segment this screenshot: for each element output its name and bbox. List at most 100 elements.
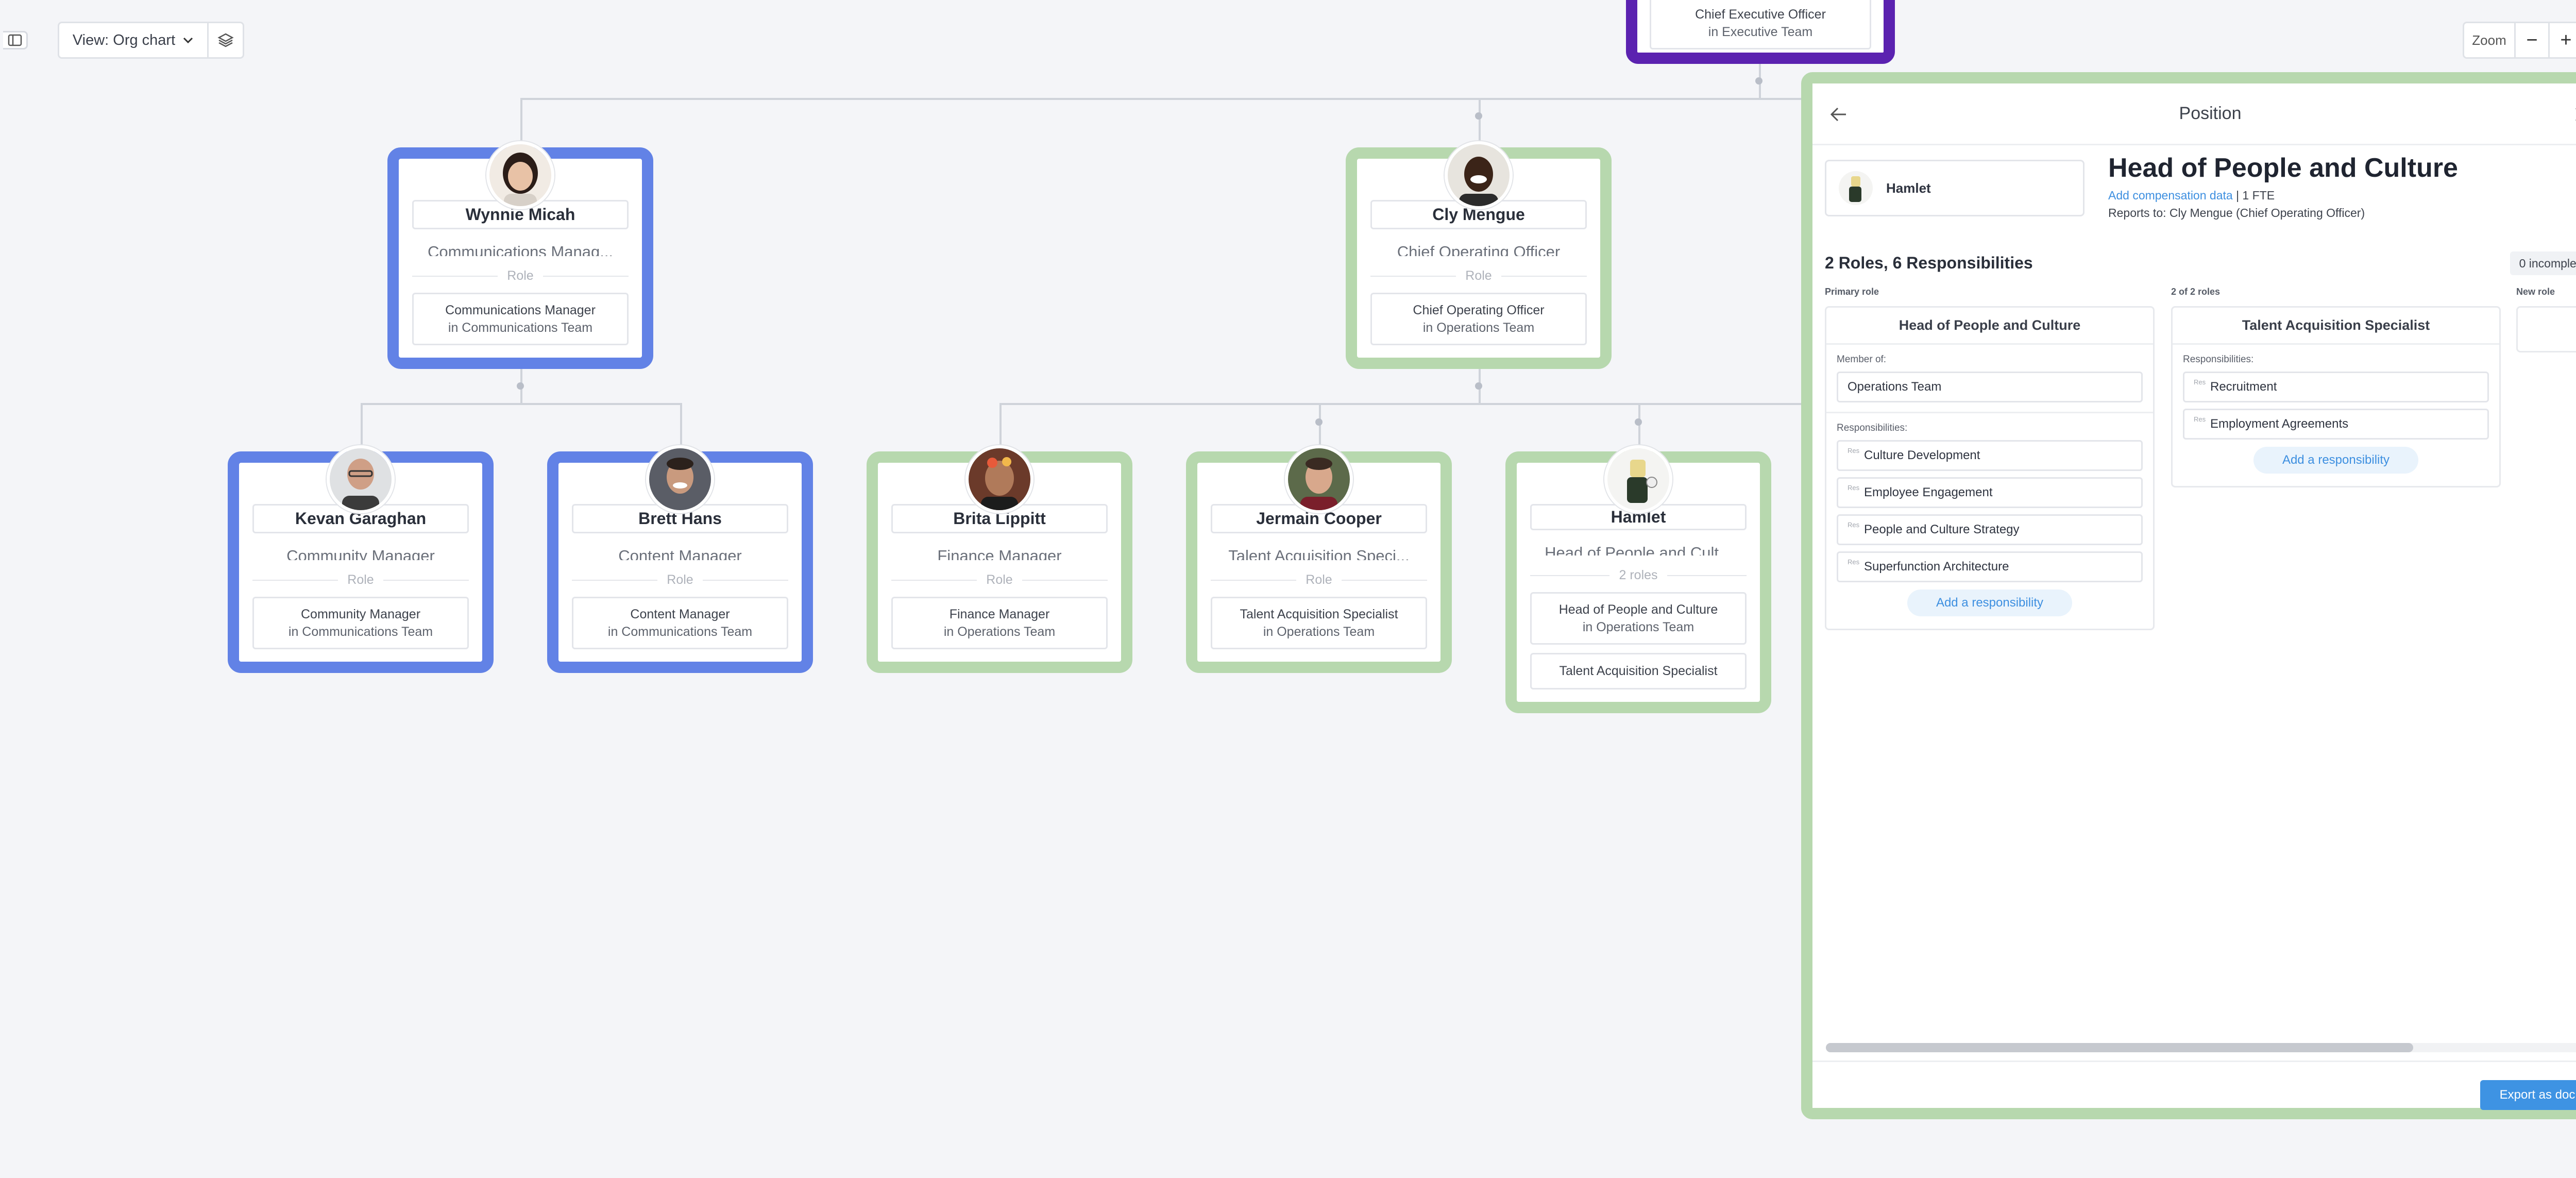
role-team-box[interactable]: Communications Manager in Communications… (412, 293, 629, 345)
role-box-secondary[interactable]: Talent Acquisition Specialist (1530, 653, 1747, 689)
role-card-title[interactable]: Talent Acquisition Specialist (2173, 308, 2499, 345)
view-select[interactable]: View: Org chart (59, 23, 209, 57)
panel-header: Position (1812, 83, 2576, 145)
role-card-secondary: Talent Acquisition Specialist Responsibi… (2171, 306, 2501, 487)
horizontal-scrollbar[interactable] (1826, 1043, 2576, 1052)
org-card-kevan-garaghan[interactable]: Kevan Garaghan Community Manager Role Co… (228, 445, 494, 673)
res-tag: Res (2194, 378, 2206, 386)
connector-dot (1635, 418, 1642, 426)
connector-dot (1475, 112, 1482, 120)
footer-divider (1812, 1061, 2576, 1062)
position-holder[interactable]: Hamlet (1825, 160, 2084, 216)
more-options-button[interactable] (2573, 152, 2576, 182)
position-meta: Add compensation data | 1 FTE Reports to… (2108, 187, 2365, 222)
team-name: in Communications Team (607, 625, 753, 639)
close-button[interactable] (2569, 101, 2576, 128)
position-title: Talent Acquisition Speci... (1228, 547, 1410, 560)
org-card-ceo[interactable]: Chief Executive Officer in Executive Tea… (1626, 0, 1895, 64)
role-team-box[interactable]: Community Manager in Communications Team (252, 597, 469, 649)
position-title: Content Manager (618, 547, 742, 560)
member-of-field[interactable]: Operations Team (1837, 372, 2143, 402)
team-name: in Operations Team (1582, 620, 1694, 634)
position-title-heading: Head of People and Culture (2108, 153, 2458, 183)
incomplete-badge[interactable]: 0 incomplete (2510, 251, 2576, 275)
avatar (486, 141, 554, 209)
reports-to: Reports to: Cly Mengue (Chief Operating … (2108, 206, 2365, 220)
panel-title: Position (2179, 104, 2242, 123)
scrollbar-thumb[interactable] (1826, 1043, 2413, 1052)
position-title: Communications Manag... (427, 243, 614, 256)
role-separator: Role (412, 268, 629, 283)
avatar (1445, 141, 1513, 209)
layers-button[interactable] (209, 23, 243, 57)
responsibility-name: Employee Engagement (1864, 485, 1993, 499)
role-team-box[interactable]: Finance Manager in Operations Team (891, 597, 1108, 649)
org-card-cly-mengue[interactable]: Cly Mengue Chief Operating Officer Role … (1346, 141, 1612, 369)
connector (361, 403, 363, 452)
role-separator: 2 roles (1530, 568, 1747, 583)
responsibilities-label: Responsibilities: (1837, 423, 1908, 433)
column-label-primary: Primary role (1825, 287, 1879, 297)
res-tag: Res (1848, 521, 1860, 529)
connector-dot (1315, 418, 1323, 426)
connector-dot (1755, 77, 1762, 85)
role-separator: Role (1211, 573, 1427, 587)
connector (1638, 403, 1640, 452)
team-name: in Communications Team (448, 321, 593, 335)
connector-dot (1475, 382, 1482, 390)
org-card-brita-lippitt[interactable]: Brita Lippitt Finance Manager Role Finan… (867, 445, 1132, 673)
org-card-brett-hans[interactable]: Brett Hans Content Manager Role Content … (547, 445, 813, 673)
zoom-out-button[interactable]: − (2516, 23, 2550, 57)
chevron-down-icon (183, 37, 193, 44)
role-team-box[interactable]: Head of People and Culture in Operations… (1530, 592, 1747, 645)
role-team-box[interactable]: Talent Acquisition Specialist in Operati… (1211, 597, 1427, 649)
position-title: Community Manager (286, 547, 435, 560)
connector (1319, 403, 1321, 452)
responsibility-name: Recruitment (2210, 380, 2277, 394)
role-name: Chief Executive Officer (1695, 7, 1826, 22)
add-responsibility-button[interactable]: Add a responsibility (2253, 447, 2418, 474)
export-as-doc-button[interactable]: Export as doc (2480, 1080, 2576, 1110)
role-team-box[interactable]: Content Manager in Communications Team (572, 597, 788, 649)
responsibilities-label: Responsibilities: (2183, 354, 2254, 365)
new-role-card[interactable] (2516, 306, 2576, 352)
connector (520, 98, 522, 147)
avatar (1839, 171, 1873, 205)
member-of-label: Member of: (1837, 354, 1887, 365)
zoom-label: Zoom (2464, 23, 2516, 57)
role-name: Talent Acquisition Specialist (1240, 607, 1398, 621)
role-separator: Role (252, 573, 469, 587)
position-title: Chief Operating Officer (1397, 243, 1561, 256)
role-name: Chief Operating Officer (1413, 303, 1545, 317)
divider (1826, 412, 2153, 413)
add-responsibility-button[interactable]: Add a responsibility (1907, 590, 2072, 616)
connector-dot (517, 382, 524, 390)
zoom-in-button[interactable]: + (2550, 23, 2576, 57)
back-button[interactable] (1825, 101, 1852, 128)
sidebar-toggle-button[interactable] (3, 31, 28, 49)
add-compensation-link[interactable]: Add compensation data (2108, 189, 2233, 202)
responsibility-item[interactable]: Res Recruitment (2183, 372, 2489, 402)
holder-name: Hamlet (1886, 180, 1931, 196)
team-name: in Operations Team (943, 625, 1056, 639)
role-team-box[interactable]: Chief Operating Officer in Operations Te… (1370, 293, 1587, 345)
position-panel: Position Hamlet Head of People and Cultu… (1801, 72, 2576, 1119)
org-card-hamlet[interactable]: Hamlet Head of People and Cult... 2 role… (1505, 445, 1771, 713)
column-label-new: New role (2516, 287, 2555, 297)
role-card-title[interactable]: Head of People and Culture (1826, 308, 2153, 345)
avatar (327, 445, 395, 513)
res-tag: Res (2194, 415, 2206, 423)
connector (999, 403, 1801, 405)
team-name: in Operations Team (1422, 321, 1535, 335)
team-name: in Communications Team (288, 625, 433, 639)
org-card-jermain-cooper[interactable]: Jermain Cooper Talent Acquisition Speci.… (1186, 445, 1452, 673)
avatar (646, 445, 714, 513)
role-team-box: Chief Executive Officer in Executive Tea… (1650, 0, 1871, 49)
avatar (1285, 445, 1353, 513)
org-card-wynnie-micah[interactable]: Wynnie Micah Communications Manag... Rol… (387, 141, 653, 369)
